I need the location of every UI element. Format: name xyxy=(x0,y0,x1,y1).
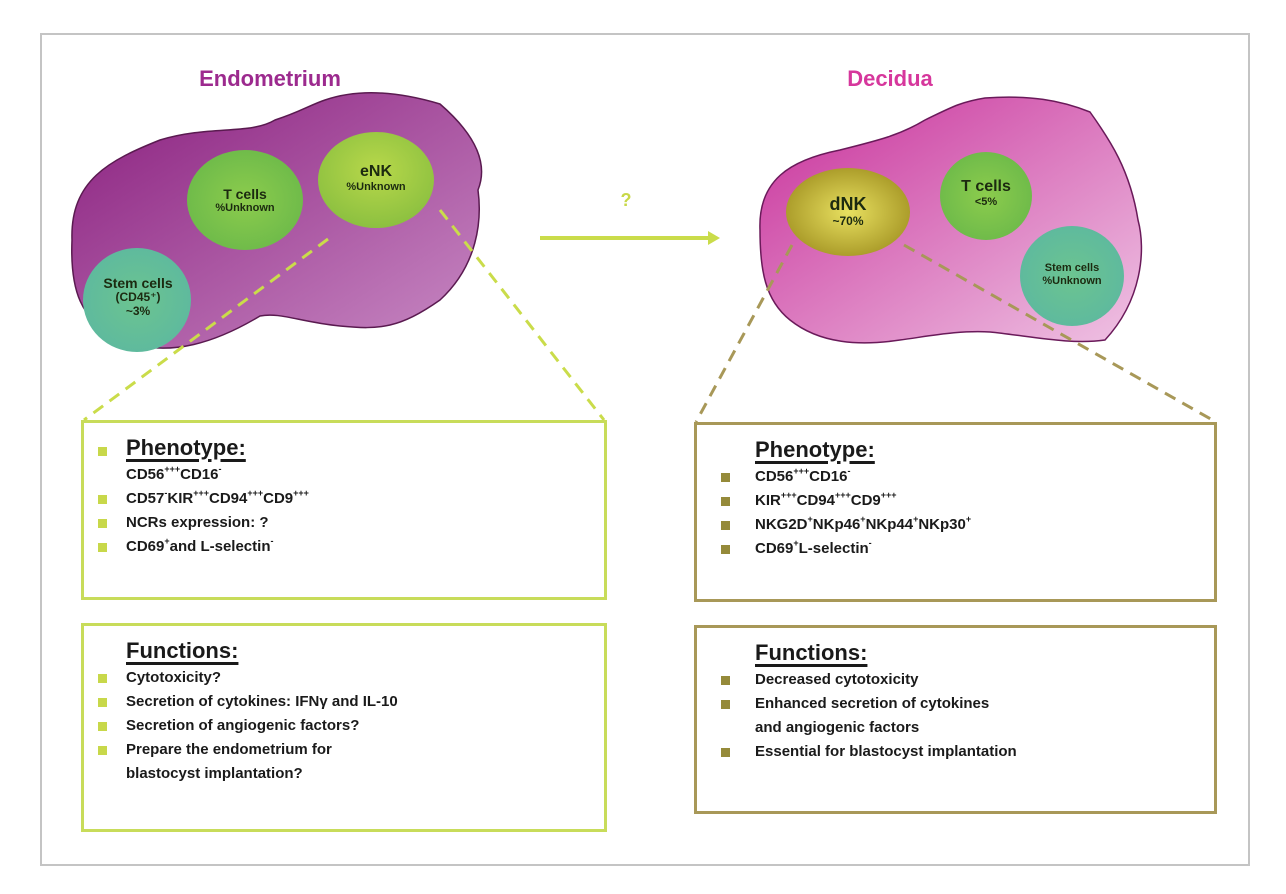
phenotype-item: CD56+++CD16- xyxy=(721,465,1214,489)
bullet-icon xyxy=(98,722,107,731)
function-item: Secretion of angiogenic factors? xyxy=(98,714,604,738)
function-item: Secretion of cytokines: IFNγ and IL-10 xyxy=(98,690,604,714)
stem-cells-circle-decidua xyxy=(1020,226,1124,326)
stem-cells-label-decidua: Stem cells %Unknown xyxy=(1042,262,1102,287)
bullet-icon xyxy=(721,748,730,757)
enk-functions-box: Functions: Cytotoxicity?Secretion of cyt… xyxy=(81,623,607,832)
dnk-label: dNK ~70% xyxy=(829,194,867,228)
phenotype-heading-decidua: Phenotype: xyxy=(755,437,875,462)
function-item: Essential for blastocyst implantation xyxy=(721,740,1214,764)
bullet-icon xyxy=(721,521,730,530)
functions-heading: Functions: xyxy=(126,638,239,663)
bullet-icon xyxy=(721,700,730,709)
phenotype-item: NCRs expression: ? xyxy=(98,511,604,535)
bullet-icon xyxy=(98,698,107,707)
dnk-phenotype-box: Phenotype: CD56+++CD16-KIR+++CD94+++CD9+… xyxy=(694,422,1217,602)
function-item: blastocyst implantation? xyxy=(126,765,303,782)
bullet-icon xyxy=(98,543,107,552)
zoom-line-left-a xyxy=(83,237,329,422)
bullet-icon xyxy=(98,674,107,683)
t-cells-circle-decidua xyxy=(940,152,1032,240)
function-item: Enhanced secretion of cytokines xyxy=(721,692,1214,716)
dnk-circle xyxy=(786,168,910,256)
phenotype-item: KIR+++CD94+++CD9+++ xyxy=(721,489,1214,513)
bullet-icon xyxy=(721,497,730,506)
function-item: Prepare the endometrium for xyxy=(98,738,604,762)
zoom-line-left-b xyxy=(438,209,606,421)
stem-cells-circle xyxy=(83,248,191,352)
phenotype-item: CD69+and L-selectin- xyxy=(98,535,604,559)
phenotype-item: CD69+L-selectin- xyxy=(721,537,1214,561)
t-cells-circle xyxy=(187,150,303,250)
bullet-icon xyxy=(721,545,730,554)
bullet-icon xyxy=(98,519,107,528)
enk-phenotype-box: Phenotype: CD56+++CD16- CD57-KIR+++CD94++… xyxy=(81,420,607,600)
enk-circle xyxy=(318,132,434,228)
bullet-icon xyxy=(721,473,730,482)
function-item: Cytotoxicity? xyxy=(98,666,604,690)
zoom-line-right-a xyxy=(694,244,794,423)
bullet-icon xyxy=(98,746,107,755)
functions-heading-decidua: Functions: xyxy=(755,640,868,665)
transition-arrow-head xyxy=(708,231,720,245)
bullet-icon xyxy=(98,447,107,456)
bullet-icon xyxy=(98,495,107,504)
phenotype-item: CD56+++CD16- xyxy=(126,464,222,484)
decidua-title: Decidua xyxy=(847,66,933,91)
endometrium-title: Endometrium xyxy=(199,66,341,91)
bullet-icon xyxy=(721,676,730,685)
enk-label: eNK %Unknown xyxy=(346,163,406,194)
function-item: Decreased cytotoxicity xyxy=(721,668,1214,692)
phenotype-heading: Phenotype: xyxy=(126,435,246,460)
t-cells-label: T cells %Unknown xyxy=(215,186,275,215)
stem-cells-label: Stem cells (CD45⁺) ~3% xyxy=(103,275,173,318)
t-cells-label-decidua: T cells <5% xyxy=(961,178,1011,209)
function-item: and angiogenic factors xyxy=(755,719,920,736)
phenotype-item: NKG2D+NKp46+NKp44+NKp30+ xyxy=(721,513,1214,537)
phenotype-item: CD57-KIR+++CD94+++CD9+++ xyxy=(98,487,604,511)
transition-question-label: ? xyxy=(620,190,632,210)
